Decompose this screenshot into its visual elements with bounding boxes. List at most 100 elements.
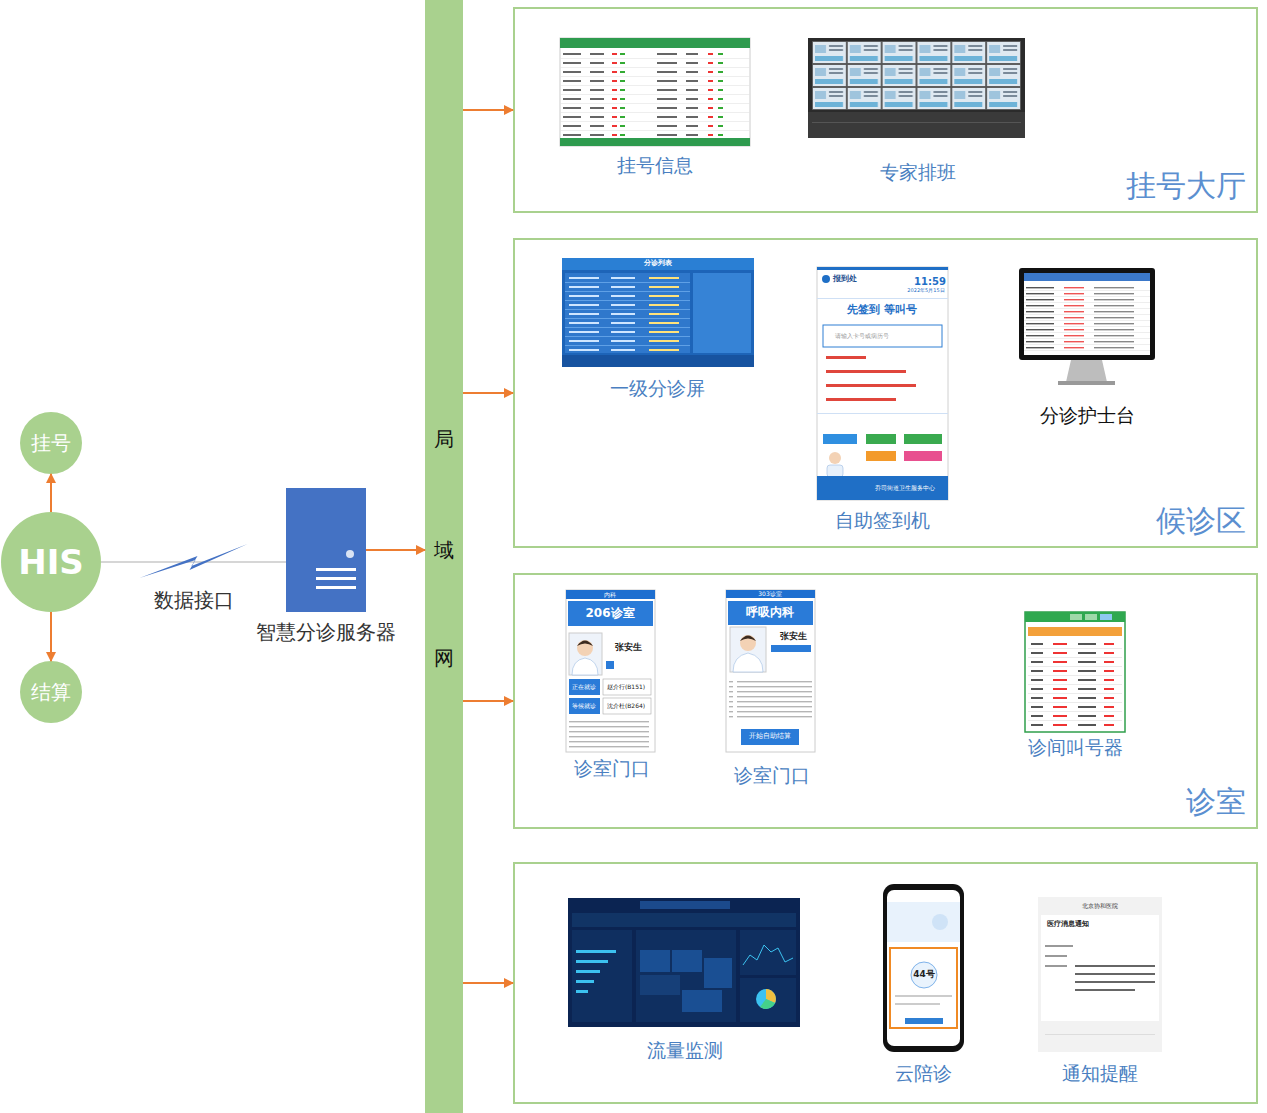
screen-mockup <box>560 38 750 146</box>
kiosk-divider <box>817 413 948 414</box>
server-slot <box>316 577 356 580</box>
arrow-connector <box>50 612 52 661</box>
text-line <box>1045 965 1067 967</box>
status-tag <box>569 698 600 714</box>
device-item: 专家排班 <box>805 36 1030 185</box>
screen-text: 乔司街道卫生服务中心 <box>875 485 935 492</box>
his-circle: HIS <box>1 512 101 612</box>
door-header <box>566 590 655 599</box>
notice-screen <box>1038 897 1162 1052</box>
kiosk-button <box>904 434 942 444</box>
device-item: 诊室门口 <box>720 587 824 788</box>
area-panel: 挂号大厅 挂号信息 专家排班 <box>513 7 1258 213</box>
circle-label: 结算 <box>31 679 71 706</box>
door-text <box>729 678 812 718</box>
area-panel: 流量监测云陪诊通知提醒 <box>513 862 1258 1104</box>
area-title: 诊室 <box>1186 783 1246 821</box>
arrow-connector <box>463 109 513 111</box>
device-item: 一级分诊屏 <box>557 255 757 401</box>
nurse-body <box>827 465 843 477</box>
area-title: 候诊区 <box>1156 502 1246 540</box>
pie-chart <box>756 989 776 1009</box>
caller-tab <box>1100 614 1112 620</box>
device-caption: 诊室门口 <box>720 762 824 788</box>
bar <box>576 990 588 993</box>
device-item: 流量监测 <box>565 895 805 1063</box>
wall-screens <box>812 41 1021 110</box>
device-item: 诊间叫号器 <box>1020 608 1130 760</box>
dashboard-stats <box>572 913 796 927</box>
arrow-connector <box>463 700 513 702</box>
screen-text: 北京协和医院 <box>1082 903 1118 910</box>
doctor-tag <box>771 645 811 652</box>
screen-text: 2022年5月15日 <box>907 288 944 294</box>
phone-banner <box>887 902 960 942</box>
kiosk-icon <box>822 275 830 283</box>
text-line <box>1075 965 1155 967</box>
dashboard <box>568 898 800 1027</box>
circle-label: 挂号 <box>31 430 71 457</box>
caller-screen <box>1025 612 1125 732</box>
bar <box>576 980 594 983</box>
device-caption: 自助签到机 <box>812 507 952 533</box>
kiosk-button <box>904 451 942 461</box>
text-line <box>1075 989 1135 991</box>
device-item: 通知提醒 <box>1035 894 1165 1086</box>
screen-text: 内科 <box>604 592 616 599</box>
kiosk-top <box>817 267 948 270</box>
text-line <box>1045 945 1073 947</box>
highlight-box <box>890 948 957 1028</box>
arrow-connector <box>463 392 513 394</box>
text-line <box>1075 981 1155 983</box>
patient-box <box>603 679 651 695</box>
device-item: 分诊护士台 <box>1015 265 1160 428</box>
map-block <box>640 975 680 995</box>
server-label: 智慧分诊服务器 <box>256 619 396 645</box>
screen-text: 303诊室 <box>758 591 781 598</box>
device-caption: 挂号信息 <box>555 152 755 178</box>
screen-text: 报到处 <box>833 275 857 284</box>
device-caption: 流量监测 <box>565 1037 805 1063</box>
screen-text: 呼吸内科 <box>746 606 794 619</box>
door-button <box>741 729 799 745</box>
queue-circle <box>911 962 937 988</box>
area-title: 挂号大厅 <box>1126 167 1246 205</box>
doctor-hair <box>577 641 593 647</box>
phone-button <box>905 1018 943 1024</box>
screen-text: 分诊列表 <box>644 260 672 268</box>
server-slot <box>316 568 356 571</box>
dashboard-panel <box>740 930 796 975</box>
caller-table <box>1028 640 1122 728</box>
doctor-photo <box>569 633 602 675</box>
doctor-coat <box>572 658 598 675</box>
monitor-bezel <box>1019 268 1155 360</box>
screen-text: 206诊室 <box>585 607 634 620</box>
screen-text: 开始自助结算 <box>749 733 791 741</box>
screen-table <box>560 50 750 136</box>
screen-header <box>560 38 750 48</box>
line-chart <box>743 945 793 965</box>
device-caption: 分诊护士台 <box>1015 402 1160 428</box>
text-line <box>1045 1034 1155 1035</box>
kiosk-note <box>826 370 906 373</box>
dashboard-panel <box>740 978 796 1022</box>
text-line <box>895 1003 940 1005</box>
monitor-table <box>1024 285 1150 353</box>
screen-text: 正在就诊 <box>572 684 596 691</box>
screen-header <box>562 258 754 270</box>
phone-screen <box>887 890 960 1046</box>
screen-table-bg <box>565 273 690 353</box>
caller-tab <box>1070 614 1082 620</box>
circle-label: HIS <box>18 542 84 582</box>
device-caption: 通知提醒 <box>1035 1060 1165 1086</box>
map-block <box>682 990 722 1012</box>
door-text <box>569 720 652 748</box>
bar <box>576 950 616 953</box>
kiosk-footer <box>817 476 948 500</box>
caller-header <box>1025 612 1125 622</box>
screen-mockup <box>562 258 754 367</box>
kiosk-note <box>826 398 896 401</box>
text-line <box>1075 973 1155 975</box>
doctor-tag <box>606 661 614 669</box>
lan-bar: 局域网 <box>425 0 463 1113</box>
